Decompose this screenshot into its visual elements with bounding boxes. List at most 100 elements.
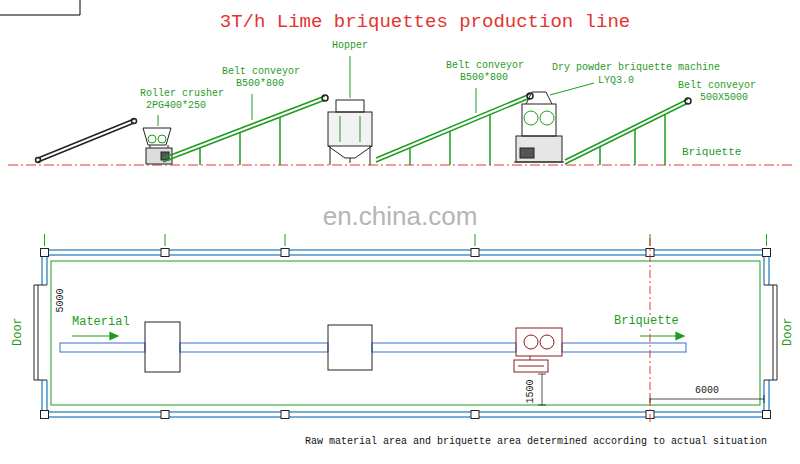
- belt-conveyor: [409, 148, 411, 165]
- machine-plan: [514, 328, 562, 372]
- belt-conveyor: [279, 117, 281, 165]
- model-number: LYQ3.0: [598, 75, 634, 86]
- hopper: [328, 146, 372, 158]
- dimension-line: [764, 395, 765, 403]
- flow-arrow: [72, 335, 112, 336]
- title: 3T/h Lime briquettes production line: [220, 12, 630, 33]
- flow-arrow: [676, 333, 684, 340]
- door-symbol: [34, 285, 35, 380]
- model-number: B500*800: [460, 72, 508, 83]
- floor-outline: [51, 261, 760, 405]
- model-number: 500X5000: [700, 92, 748, 103]
- dimension-line: [538, 374, 764, 405]
- part-name: Roller crusher: [140, 88, 224, 99]
- roller-crusher: [158, 135, 166, 143]
- watermark: en.china.com: [323, 202, 478, 231]
- building-column: [763, 411, 771, 419]
- column-axis-tick: [44, 234, 45, 246]
- building-column: [281, 249, 289, 257]
- door-symbol: [38, 285, 39, 380]
- building-column: [41, 249, 771, 419]
- hopper: [336, 100, 364, 112]
- column-axis-tick: [285, 234, 286, 246]
- roller-crusher: [168, 145, 169, 148]
- briquette-machine: [540, 111, 554, 125]
- building-wall: [42, 249, 769, 251]
- building-column: [41, 411, 49, 419]
- roller-crusher: [143, 128, 172, 164]
- building-wall: [42, 254, 769, 256]
- hopper: [328, 100, 372, 165]
- hopper: [328, 112, 372, 146]
- crusher-plan: [145, 322, 180, 372]
- frame-corner: [0, 0, 80, 15]
- building-wall: [763, 255, 765, 285]
- flow-label: Material: [72, 316, 130, 329]
- door-symbol: [764, 380, 777, 381]
- dimension: 1500: [524, 379, 535, 403]
- leader-line: [550, 83, 594, 95]
- belt-conveyor: [322, 95, 328, 101]
- leader-line: [476, 88, 477, 113]
- area-boundary: [650, 238, 651, 425]
- part-name: Dry powder briquette machine: [552, 62, 720, 73]
- building-column: [161, 411, 169, 419]
- building-wall: [42, 416, 769, 418]
- conveyor-plan: [372, 343, 516, 352]
- building-wall: [763, 380, 765, 412]
- belt-conveyor: [634, 129, 636, 165]
- leader-line: [252, 94, 253, 120]
- flow-arrow: [640, 335, 678, 336]
- belt-conveyor: [565, 103, 688, 164]
- machine-plan: [530, 356, 531, 360]
- building-column: [471, 249, 479, 257]
- briquette-machine: [514, 92, 564, 162]
- crusher-plan: [145, 322, 180, 372]
- building-wall: [46, 380, 48, 412]
- briquette-machine: [522, 104, 556, 136]
- machine-plan: [524, 335, 538, 349]
- model-number: B500*800: [236, 78, 284, 89]
- briquette-machine: [514, 162, 564, 163]
- frame-corner: [0, 0, 80, 15]
- briquette-machine: [516, 136, 562, 162]
- column-axis-tick: [766, 234, 767, 246]
- belt-conveyor: [376, 98, 530, 162]
- hopper: [330, 146, 331, 165]
- feed-conveyor: [132, 119, 137, 124]
- part-name: Belt conveyor: [678, 80, 756, 91]
- feed-conveyor: [36, 158, 41, 163]
- briquette-machine: [520, 148, 534, 158]
- flow-label: Briquette: [612, 315, 681, 328]
- briquette-machine: [524, 111, 538, 125]
- door-symbol: [777, 285, 778, 380]
- conveyor-plan: [180, 343, 328, 352]
- conveyor-plan: [562, 343, 686, 352]
- belt-conveyor: [565, 99, 688, 160]
- belt-conveyor: [376, 93, 533, 165]
- machine-plan: [514, 360, 548, 372]
- building-wall: [46, 255, 48, 285]
- feed-conveyor: [36, 119, 137, 163]
- building-column: [471, 411, 479, 419]
- roller-crusher: [148, 135, 156, 143]
- hopper-plan: [328, 325, 372, 370]
- caption: Raw material area and briquette area det…: [305, 436, 767, 447]
- dimension-line: [538, 374, 546, 375]
- door-symbol: [34, 285, 777, 380]
- belt-conveyor: [449, 131, 451, 165]
- column-axis-tick: [475, 234, 476, 246]
- briquette-machine: [526, 92, 552, 104]
- machine-plan: [516, 328, 562, 356]
- building-wall: [42, 411, 769, 413]
- machine-plan: [540, 335, 554, 349]
- model-number: 2PG400*250: [146, 100, 206, 111]
- ground-line: [8, 165, 792, 166]
- part-name: Hopper: [332, 40, 368, 51]
- machine-plan: [518, 366, 544, 367]
- belt-conveyor: [199, 148, 201, 165]
- hopper: [360, 116, 361, 142]
- building-column: [281, 411, 289, 419]
- belt-conveyor: [565, 98, 691, 165]
- conveyor-plan: [60, 343, 686, 352]
